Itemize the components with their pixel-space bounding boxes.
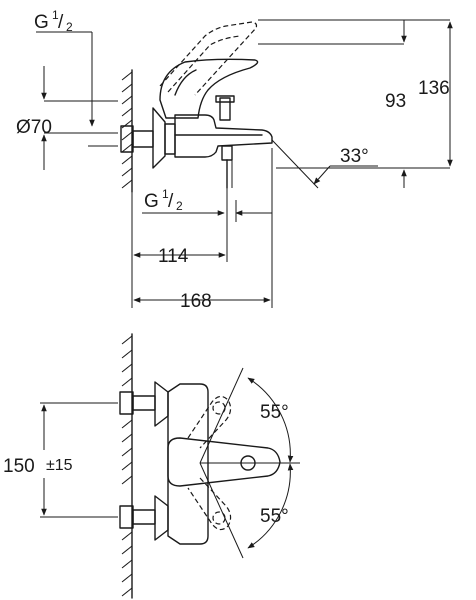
eccentric-upper xyxy=(132,395,156,411)
rosette-upper xyxy=(154,381,169,427)
spacing-tolerance-label: ±15 xyxy=(46,457,73,474)
wall-hatching-front xyxy=(121,335,133,597)
wall-connector-lower xyxy=(119,505,134,529)
outlet-nut xyxy=(221,145,233,161)
angle-ref-line xyxy=(271,139,319,189)
eccentric-lower xyxy=(132,509,156,525)
height-93-label: 93 xyxy=(385,91,406,112)
angle-33-label: 33° xyxy=(340,146,369,167)
arc-55-top xyxy=(247,377,294,463)
top-view: Ø70 G 1 / 2 136 93 33° G 1 / 2 xyxy=(16,8,453,312)
rosette-top xyxy=(152,107,166,169)
height-136-label: 136 xyxy=(418,78,450,99)
diameter-label: Ø70 xyxy=(16,117,52,138)
thread-bottom-slash: / xyxy=(168,191,174,212)
angle-55-bottom-label: 55° xyxy=(260,506,289,527)
rosette-lower xyxy=(154,495,169,541)
angle-leader xyxy=(313,165,331,185)
lever-top xyxy=(159,58,259,119)
width-114-label: 114 xyxy=(158,246,189,267)
arc-55-bottom xyxy=(247,463,294,549)
thread-bottom-sup: 1 xyxy=(162,187,169,201)
thread-top-sup: 1 xyxy=(52,8,59,22)
angle-ray-bottom xyxy=(199,462,244,559)
thread-bottom-base: G xyxy=(144,191,159,212)
width-168-label: 168 xyxy=(180,291,212,312)
lever-front xyxy=(167,437,281,487)
angle-55-top-label: 55° xyxy=(260,402,289,423)
thread-top-slash: / xyxy=(58,12,64,33)
lever-detail xyxy=(174,69,197,96)
mixer-body-front xyxy=(167,383,209,545)
thread-top-sub: 2 xyxy=(66,20,73,34)
rosette-nut-top xyxy=(164,123,176,155)
diverter-cap xyxy=(215,95,235,103)
thread-bottom-sub: 2 xyxy=(176,199,183,213)
diverter-knob xyxy=(219,97,231,121)
lever-raised-dashed xyxy=(159,21,258,96)
wall-connector-upper xyxy=(119,391,134,415)
angle-ray-top xyxy=(199,367,244,464)
front-view: 55° 55° 150 ±15 xyxy=(0,333,300,599)
wall-hatching-top xyxy=(121,71,133,189)
mixer-body-top xyxy=(174,114,273,158)
eccentric-top xyxy=(132,130,154,148)
spacing-label-bg xyxy=(0,450,100,478)
thread-top-base: G xyxy=(34,12,49,33)
spacing-150-label: 150 xyxy=(3,456,35,477)
lever-raised-inner xyxy=(167,35,241,93)
